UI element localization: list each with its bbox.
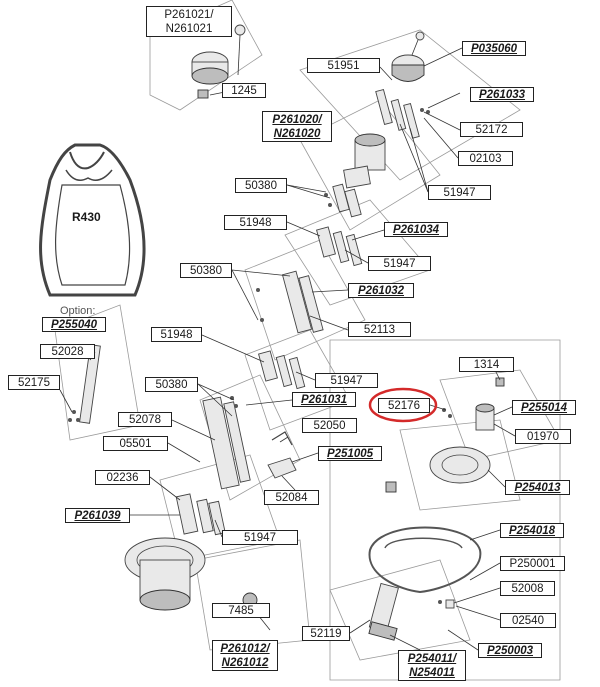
part-p261012-drum-drawing bbox=[124, 537, 258, 611]
callout-01970[interactable]: 01970 bbox=[515, 429, 571, 444]
callout-51947-c[interactable]: 51947 bbox=[315, 373, 378, 388]
callout-05501[interactable]: 05501 bbox=[103, 436, 168, 451]
part-set-51948-b-drawing bbox=[258, 350, 306, 390]
callout-02103[interactable]: 02103 bbox=[458, 151, 513, 166]
callout-p250001[interactable]: P250001 bbox=[500, 556, 565, 571]
part-p255040-drawing bbox=[68, 344, 101, 424]
part-p251005-drawing bbox=[267, 431, 297, 479]
callout-51951[interactable]: 51951 bbox=[307, 58, 380, 73]
callout-7485[interactable]: 7485 bbox=[212, 603, 270, 618]
callout-51948-a[interactable]: 51948 bbox=[224, 215, 287, 230]
callout-51947-a[interactable]: 51947 bbox=[428, 185, 491, 200]
callout-50380-c[interactable]: 50380 bbox=[145, 377, 198, 392]
callout-51948-b[interactable]: 51948 bbox=[151, 327, 202, 342]
part-set-51948-a-drawing bbox=[316, 226, 363, 267]
part-p254013-drawing bbox=[385, 446, 491, 493]
callout-52078[interactable]: 52078 bbox=[118, 412, 172, 427]
callout-p261039[interactable]: P261039 bbox=[65, 508, 130, 523]
callout-p261034[interactable]: P261034 bbox=[384, 222, 448, 237]
callout-p261020[interactable]: P261020/ N261020 bbox=[262, 111, 332, 142]
callout-50380-b[interactable]: 50380 bbox=[180, 263, 232, 278]
callout-02540[interactable]: 02540 bbox=[500, 613, 556, 628]
callout-p251005[interactable]: P251005 bbox=[318, 446, 382, 461]
callout-p261012[interactable]: P261012/ N261012 bbox=[212, 640, 278, 671]
callout-52050[interactable]: 52050 bbox=[302, 418, 357, 433]
part-p035060-drawing bbox=[391, 31, 425, 82]
callout-p261021[interactable]: P261021/ N261021 bbox=[146, 6, 232, 37]
part-p254011-drawing bbox=[368, 582, 455, 641]
callout-p261032[interactable]: P261032 bbox=[348, 283, 414, 298]
profile-label: R430 bbox=[72, 210, 101, 224]
callout-52028[interactable]: 52028 bbox=[40, 344, 95, 359]
highlight-circle bbox=[368, 387, 438, 423]
part-p261032-drawing bbox=[256, 270, 324, 334]
callout-p255014[interactable]: P255014 bbox=[512, 400, 576, 415]
callout-1245[interactable]: 1245 bbox=[222, 83, 266, 98]
callout-p035060[interactable]: P035060 bbox=[462, 41, 526, 56]
part-p261020-drawing bbox=[324, 133, 386, 218]
callout-p254011[interactable]: P254011/ N254011 bbox=[398, 650, 466, 681]
callout-52176[interactable]: 52176 bbox=[378, 398, 430, 413]
part-p254018-drawing bbox=[368, 526, 482, 594]
callout-52113[interactable]: 52113 bbox=[348, 322, 411, 337]
callout-p261031[interactable]: P261031 bbox=[292, 392, 356, 407]
callout-p261033[interactable]: P261033 bbox=[470, 87, 534, 102]
r430-profile-drawing bbox=[39, 143, 146, 297]
callout-p255040[interactable]: P255040 bbox=[42, 317, 106, 332]
part-p261021-drawing bbox=[191, 24, 246, 99]
part-p261031-drawing bbox=[202, 396, 251, 490]
callout-52172[interactable]: 52172 bbox=[460, 122, 523, 137]
part-p255014-drawing bbox=[442, 377, 505, 431]
callout-52084[interactable]: 52084 bbox=[264, 490, 319, 505]
callout-02236[interactable]: 02236 bbox=[95, 470, 150, 485]
callout-p254018[interactable]: P254018 bbox=[500, 523, 564, 538]
callout-50380-a[interactable]: 50380 bbox=[235, 178, 287, 193]
callout-1314[interactable]: 1314 bbox=[459, 357, 514, 372]
part-p261039-drawing bbox=[175, 493, 226, 536]
callout-51947-b[interactable]: 51947 bbox=[368, 256, 431, 271]
option-label: Option: bbox=[60, 305, 96, 317]
callout-52119[interactable]: 52119 bbox=[302, 626, 350, 641]
callout-p254013[interactable]: P254013 bbox=[505, 480, 570, 495]
callout-52175[interactable]: 52175 bbox=[8, 375, 60, 390]
callout-51947-d[interactable]: 51947 bbox=[222, 530, 298, 545]
callout-p250003[interactable]: P250003 bbox=[478, 643, 542, 658]
callout-52008[interactable]: 52008 bbox=[500, 581, 555, 596]
